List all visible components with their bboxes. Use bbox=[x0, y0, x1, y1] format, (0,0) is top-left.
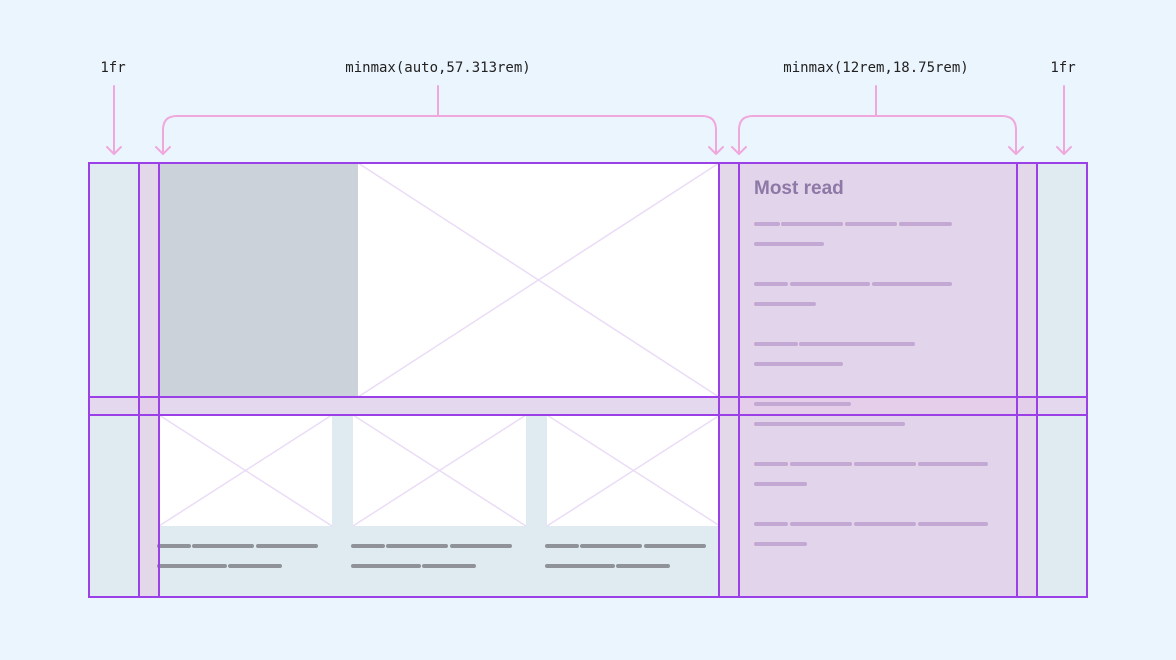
bracket-col3 bbox=[731, 85, 1024, 155]
outer-column-left bbox=[89, 163, 139, 597]
arrow-col1 bbox=[106, 85, 122, 155]
sidebar-title: Most read bbox=[754, 178, 844, 199]
bracket-col2 bbox=[155, 85, 724, 155]
label-col4: 1fr bbox=[1050, 60, 1076, 76]
card-image-cross bbox=[352, 414, 527, 527]
label-col2: minmax(auto,57.313rem) bbox=[345, 60, 531, 76]
gutter-left bbox=[139, 163, 159, 597]
hero-image-cross bbox=[357, 162, 720, 398]
gutter-middle bbox=[719, 163, 739, 597]
sidebar-most-read bbox=[739, 163, 1017, 597]
label-col1: 1fr bbox=[100, 60, 126, 76]
card-image-cross bbox=[546, 414, 721, 527]
outer-column-right bbox=[1037, 163, 1087, 597]
gutter-right bbox=[1017, 163, 1037, 597]
arrow-col4 bbox=[1056, 85, 1072, 155]
card-image-cross bbox=[158, 414, 333, 527]
hero-side-block bbox=[159, 163, 358, 397]
label-col3: minmax(12rem,18.75rem) bbox=[783, 60, 969, 76]
row-gap bbox=[89, 397, 1087, 415]
